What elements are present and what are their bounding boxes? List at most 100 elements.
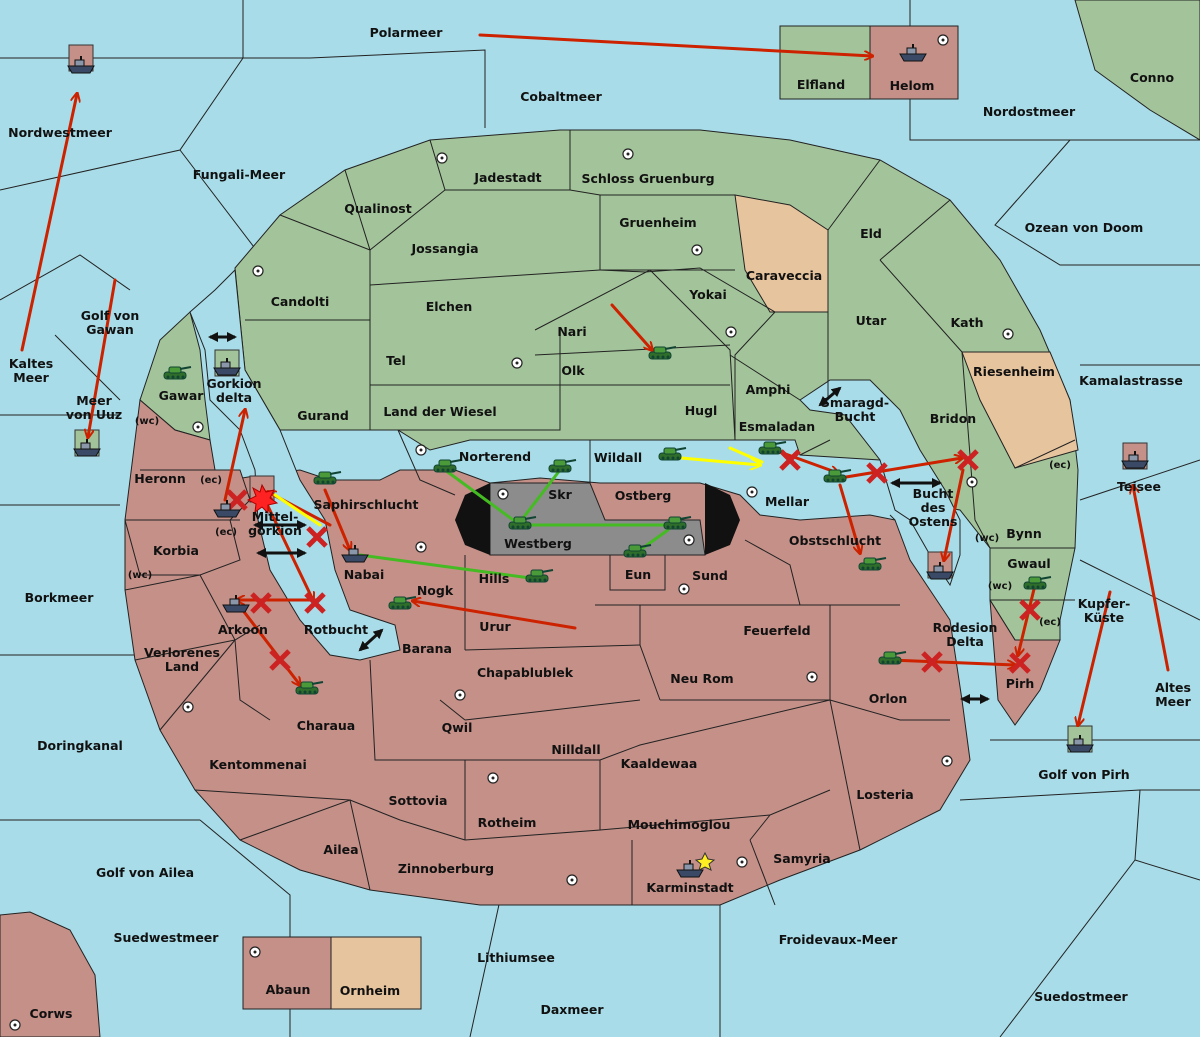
label-abaun: Abaun [266, 982, 311, 997]
label-daxmeer: Daxmeer [540, 1002, 604, 1017]
label-feuerfeld: Feuerfeld [743, 623, 810, 638]
label-barana: Barana [402, 641, 452, 656]
label-olk: Olk [561, 363, 585, 378]
label-nabai: Nabai [344, 567, 385, 582]
label-suedwestmeer: Suedwestmeer [114, 930, 220, 945]
inland-waters [189, 268, 961, 661]
label-candolti: Candolti [271, 294, 330, 309]
label-nilldall: Nilldall [551, 742, 600, 757]
label-esmaladan: Esmaladan [739, 419, 815, 434]
supply-center-icon [683, 534, 695, 546]
label-schloss-gruenburg: Schloss Gruenburg [581, 171, 714, 186]
label-golf-von-ailea: Golf von Ailea [96, 865, 194, 880]
label-cobaltmeer: Cobaltmeer [520, 89, 602, 104]
supply-center-icon [436, 152, 448, 164]
supply-center-icon [415, 444, 427, 456]
label-chapablublek: Chapablublek [477, 665, 574, 680]
territory-labels: Polarmeer Cobaltmeer Nordostmeer Conno E… [8, 25, 1191, 1021]
label-skr: Skr [548, 487, 572, 502]
supply-center-icon [746, 486, 758, 498]
supply-center-icon [249, 946, 261, 958]
label-heronn: Heronn [134, 471, 186, 486]
label-riesenheim: Riesenheim [973, 364, 1055, 379]
supply-center-icon [678, 583, 690, 595]
label-tel: Tel [386, 353, 406, 368]
label-mellar: Mellar [765, 494, 810, 509]
supply-center-icon [736, 856, 748, 868]
coast-tag: (ec) [215, 527, 237, 538]
label-nordwestmeer: Nordwestmeer [8, 125, 113, 140]
label-westberg: Westberg [504, 536, 572, 551]
label-norterend: Norterend [459, 449, 531, 464]
label-golf-von-pirh: Golf von Pirh [1038, 767, 1129, 782]
supply-center-icon [511, 357, 523, 369]
supply-centers [9, 34, 1014, 1031]
label-losteria: Losteria [856, 787, 913, 802]
label-ailea: Ailea [323, 842, 358, 857]
label-sund: Sund [692, 568, 728, 583]
supply-center-icon [937, 34, 949, 46]
label-eun: Eun [625, 567, 651, 582]
elfland-region[interactable] [779, 25, 871, 100]
label-orlon: Orlon [869, 691, 908, 706]
label-nari: Nari [557, 324, 586, 339]
label-obstschlucht: Obstschlucht [789, 533, 881, 548]
label-smaragd-bucht: Smaragd-Bucht [821, 395, 889, 424]
label-neu-rom: Neu Rom [670, 671, 733, 686]
supply-center-icon [966, 476, 978, 488]
label-urur: Urur [479, 619, 511, 634]
label-land-der-wiesel: Land der Wiesel [383, 404, 496, 419]
label-bynn: Bynn [1006, 526, 1041, 541]
label-jossangia: Jossangia [410, 241, 478, 256]
label-eld: Eld [860, 226, 882, 241]
label-saphirschlucht: Saphirschlucht [314, 497, 419, 512]
label-doringkanal: Doringkanal [37, 738, 123, 753]
label-jadestadt: Jadestadt [473, 170, 541, 185]
label-corws: Corws [30, 1006, 73, 1021]
label-lithiumsee: Lithiumsee [477, 950, 555, 965]
label-kaaldewaa: Kaaldewaa [621, 756, 698, 771]
label-utar: Utar [856, 313, 888, 328]
label-helom: Helom [890, 78, 935, 93]
label-kentommenai: Kentommenai [209, 757, 307, 772]
label-mittelgorkion: Mittel-gorkion [248, 509, 302, 538]
label-karminstadt: Karminstadt [646, 880, 733, 895]
supply-center-icon [622, 148, 634, 160]
supply-center-icon [9, 1019, 21, 1031]
label-bridon: Bridon [930, 411, 976, 426]
label-kath: Kath [951, 315, 984, 330]
star-icon [694, 851, 716, 871]
province-borders [124, 130, 1076, 906]
supply-center-icon [1002, 328, 1014, 340]
label-qualinost: Qualinost [344, 201, 411, 216]
move-orders [20, 33, 1170, 725]
label-zinnoberburg: Zinnoberburg [398, 861, 494, 876]
label-rotbucht: Rotbucht [304, 622, 368, 637]
supply-center-icon [806, 671, 818, 683]
label-arkoon: Arkoon [218, 622, 268, 637]
coast-tag: (wc) [975, 533, 999, 544]
ornheim-region[interactable] [330, 936, 422, 1010]
coast-tag: (wc) [128, 570, 152, 581]
coast-tag: (ec) [200, 475, 222, 486]
label-suedostmeer: Suedostmeer [1034, 989, 1128, 1004]
label-teisee: Teisee [1117, 479, 1161, 494]
supply-center-icon [252, 265, 264, 277]
label-conno: Conno [1130, 70, 1175, 85]
label-samyria: Samyria [773, 851, 831, 866]
supply-center-icon [415, 541, 427, 553]
label-rotheim: Rotheim [478, 815, 537, 830]
label-yokai: Yokai [688, 287, 727, 302]
label-hugl: Hugl [685, 403, 718, 418]
coast-tags: (wc) (ec) (ec) (wc) (ec) (wc) (wc) (ec) [128, 416, 1071, 628]
label-charaua: Charaua [297, 718, 355, 733]
label-wildall: Wildall [594, 450, 642, 465]
label-fungali-meer: Fungali-Meer [193, 167, 286, 182]
label-mouchimoglou: Mouchimoglou [628, 817, 731, 832]
